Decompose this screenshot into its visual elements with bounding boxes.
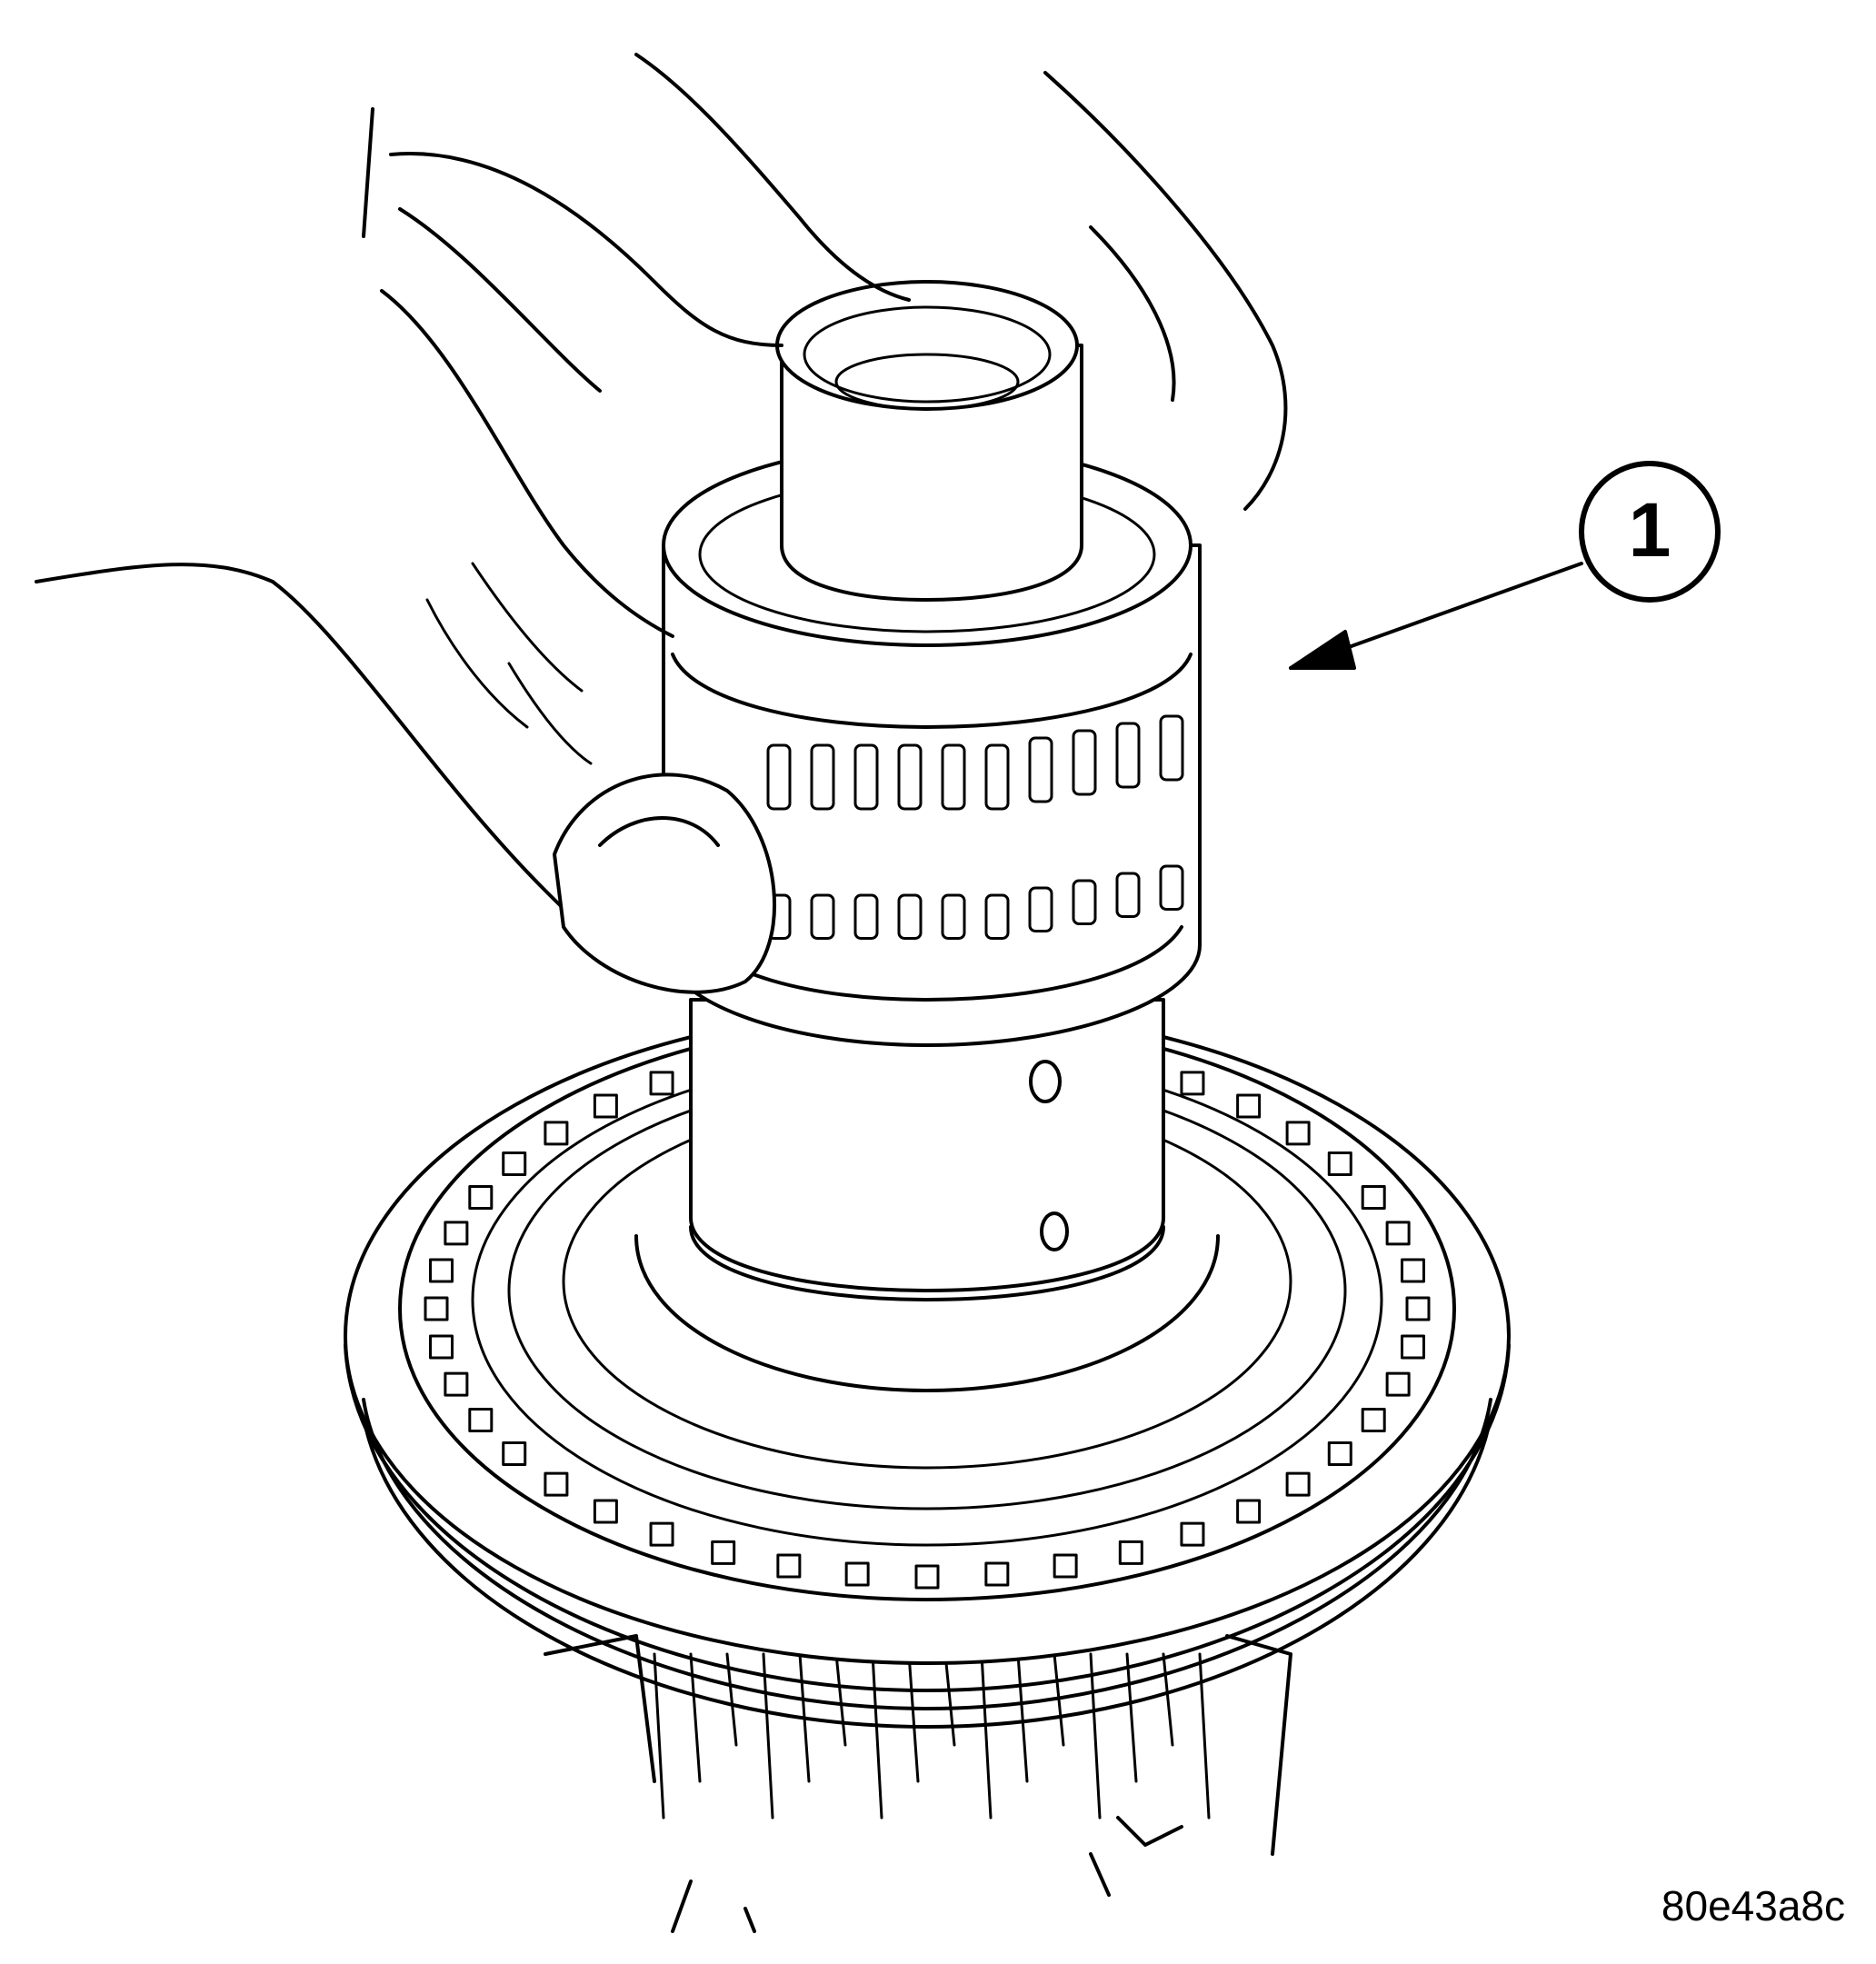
bearing-needle-rows bbox=[766, 714, 1184, 940]
ring-tooth bbox=[844, 1561, 870, 1587]
ring-tooth bbox=[649, 1521, 674, 1547]
ring-tooth bbox=[1118, 1540, 1143, 1565]
ring-tooth bbox=[1385, 1371, 1411, 1397]
ring-tooth bbox=[593, 1093, 618, 1119]
callout-1: 1 bbox=[1289, 461, 1721, 670]
ring-tooth bbox=[468, 1408, 494, 1433]
ring-tooth bbox=[444, 1371, 469, 1397]
ring-tooth bbox=[544, 1121, 569, 1146]
bearing-needle bbox=[1115, 722, 1141, 789]
ring-tooth bbox=[1361, 1408, 1386, 1433]
spline-line bbox=[1089, 1652, 1102, 1819]
bearing-needle bbox=[1028, 736, 1053, 803]
ring-tooth bbox=[1361, 1184, 1386, 1210]
spline-line bbox=[1125, 1652, 1138, 1783]
ring-tooth bbox=[1236, 1499, 1262, 1524]
ring-tooth bbox=[424, 1296, 449, 1321]
ring-tooth bbox=[502, 1151, 527, 1177]
ring-tooth bbox=[776, 1553, 802, 1579]
shaft-hub bbox=[689, 998, 1165, 1301]
spline-line bbox=[689, 1652, 702, 1783]
ring-tooth bbox=[1405, 1296, 1431, 1321]
ring-tooth bbox=[649, 1071, 674, 1096]
bearing-needle bbox=[853, 743, 879, 811]
ring-tooth bbox=[544, 1471, 569, 1497]
ring-tooth bbox=[1401, 1334, 1426, 1360]
ring-tooth bbox=[1327, 1441, 1352, 1466]
ring-tooth bbox=[1285, 1121, 1311, 1146]
ring-tooth bbox=[444, 1221, 469, 1246]
ring-tooth bbox=[1236, 1093, 1262, 1119]
bearing-needle bbox=[897, 743, 923, 811]
bearing-needle bbox=[1115, 872, 1141, 918]
bearing-needle bbox=[1072, 879, 1097, 925]
ring-tooth bbox=[1385, 1221, 1411, 1246]
bearing-needle bbox=[984, 743, 1010, 811]
spline-line bbox=[1162, 1652, 1174, 1747]
ring-tooth bbox=[428, 1258, 454, 1283]
bearing-needle bbox=[810, 893, 835, 940]
ring-tooth bbox=[1285, 1471, 1311, 1497]
bearing-needle bbox=[1072, 729, 1097, 796]
ring-tooth bbox=[593, 1499, 618, 1524]
spline-line bbox=[653, 1652, 665, 1819]
ring-tooth bbox=[1401, 1258, 1426, 1283]
technician-hand bbox=[35, 53, 1288, 994]
callout-circle bbox=[1579, 461, 1721, 603]
ring-tooth bbox=[1053, 1553, 1078, 1579]
spline-line bbox=[871, 1652, 883, 1819]
ring-tooth bbox=[914, 1564, 940, 1590]
ring-tooth bbox=[1180, 1521, 1205, 1547]
spline-line bbox=[943, 1652, 956, 1747]
bearing-needle bbox=[941, 893, 966, 940]
callout-label: 1 bbox=[1629, 487, 1671, 573]
bearing-needle bbox=[1028, 886, 1053, 932]
bearing-needle bbox=[853, 893, 879, 940]
ring-tooth bbox=[1327, 1151, 1352, 1177]
ring-tooth bbox=[502, 1441, 527, 1466]
shaft-splines bbox=[544, 1634, 1292, 1933]
spline-line bbox=[834, 1652, 847, 1747]
bearing-needle bbox=[897, 893, 923, 940]
ring-tooth bbox=[1180, 1071, 1205, 1096]
bearing-needle bbox=[941, 743, 966, 811]
spline-line bbox=[1016, 1652, 1029, 1783]
bearing-needle bbox=[984, 893, 1010, 940]
ring-tooth bbox=[428, 1334, 454, 1360]
spline-line bbox=[762, 1652, 774, 1819]
bearing-needle bbox=[810, 743, 835, 811]
spline-line bbox=[980, 1652, 993, 1819]
ring-tooth bbox=[984, 1561, 1010, 1587]
figure-reference-code: 80e43a8c bbox=[1661, 1882, 1845, 1929]
bearing-needle bbox=[766, 743, 792, 811]
bearing-needle bbox=[1159, 714, 1184, 782]
spline-line bbox=[907, 1652, 920, 1783]
bearing-needle bbox=[1159, 864, 1184, 911]
ring-tooth bbox=[711, 1540, 736, 1565]
ring-tooth bbox=[468, 1184, 494, 1210]
